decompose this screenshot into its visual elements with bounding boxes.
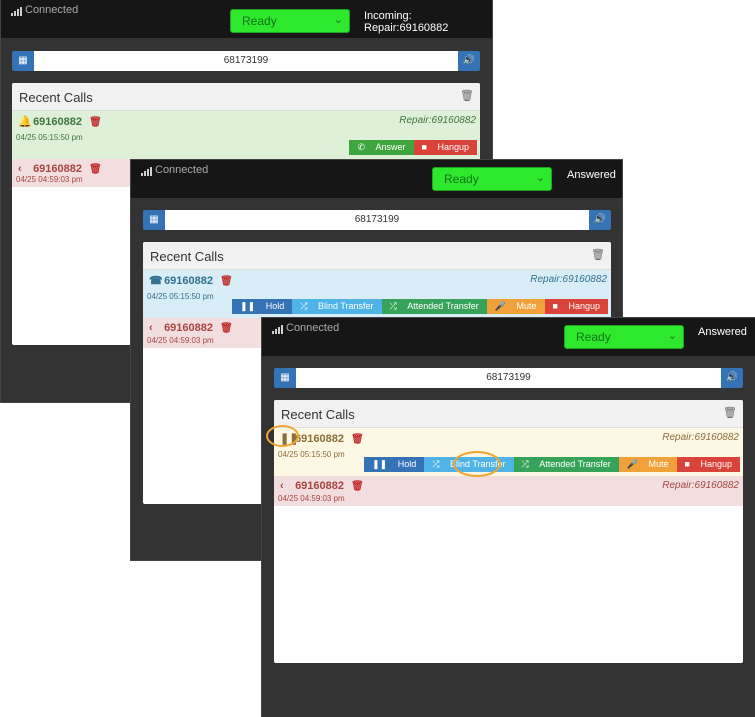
dial-row: ▦ 68173199 🔊 bbox=[12, 51, 480, 71]
phone-icon: ☎ bbox=[149, 275, 163, 287]
call-actions: ✆ Answer ■ Hangup bbox=[349, 140, 477, 155]
trash-icon[interactable]: 🗑 bbox=[460, 90, 474, 102]
top-bar: Connected Ready ⌄ Incoming: Repair:69160… bbox=[1, 0, 492, 38]
recent-calls-title: Recent Calls bbox=[19, 90, 93, 105]
chevron-left-icon: ‹ bbox=[149, 322, 153, 334]
call-row[interactable]: ☎ 69160882 🗑 04/25 05:15:50 pm Repair:69… bbox=[143, 270, 611, 318]
volume-button[interactable]: 🔊 bbox=[589, 210, 611, 230]
call-row[interactable]: ❚❚ 69160882 🗑 04/25 05:15:50 pm Repair:6… bbox=[274, 428, 743, 476]
hangup-button[interactable]: ■ Hangup bbox=[413, 140, 477, 155]
mute-button[interactable]: 🎤 Mute bbox=[486, 299, 545, 314]
call-status: Answered bbox=[698, 326, 747, 338]
keypad-button[interactable]: ▦ bbox=[274, 368, 296, 388]
dial-input[interactable]: 68173199 bbox=[296, 368, 721, 388]
top-bar: Connected Ready ⌄ Answered bbox=[262, 318, 755, 356]
bell-icon: 🔔 bbox=[18, 116, 32, 128]
recent-calls-card: Recent Calls 🗑 ❚❚ 69160882 🗑 04/25 05:15… bbox=[274, 400, 743, 663]
signal-icon bbox=[141, 166, 152, 176]
phone-panel-3: Connected Ready ⌄ Answered ▦ 68173199 🔊 … bbox=[262, 318, 755, 717]
recent-calls-title: Recent Calls bbox=[281, 407, 355, 422]
attended-transfer-button[interactable]: ⤮ Attended Transfer bbox=[381, 299, 487, 314]
delete-icon[interactable]: 🗑 bbox=[220, 323, 233, 334]
call-status: Answered bbox=[567, 169, 616, 181]
volume-icon: 🔊 bbox=[462, 55, 476, 66]
recent-calls-header: Recent Calls 🗑 bbox=[143, 242, 611, 270]
stop-icon: ■ bbox=[421, 142, 427, 152]
trash-icon[interactable]: 🗑 bbox=[723, 407, 737, 419]
delete-icon[interactable]: 🗑 bbox=[351, 434, 364, 445]
call-actions: ❚❚ Hold ⤮ Blind Transfer ⤮ Attended Tran… bbox=[232, 299, 608, 314]
hold-button[interactable]: ❚❚ Hold bbox=[364, 457, 425, 472]
connection-status: Connected bbox=[272, 322, 339, 334]
shuffle-icon: ⤮ bbox=[432, 459, 440, 469]
recent-calls-title: Recent Calls bbox=[150, 249, 224, 264]
delete-icon[interactable]: 🗑 bbox=[220, 276, 233, 287]
stop-icon: ■ bbox=[684, 459, 690, 469]
answer-button[interactable]: ✆ Answer bbox=[349, 140, 414, 155]
hangup-button[interactable]: ■ Hangup bbox=[676, 457, 740, 472]
top-bar: Connected Ready ⌄ Answered bbox=[131, 160, 622, 198]
chevron-left-icon: ‹ bbox=[18, 163, 22, 175]
keypad-button[interactable]: ▦ bbox=[12, 51, 34, 71]
chevron-down-icon: ⌄ bbox=[667, 330, 677, 342]
volume-button[interactable]: 🔊 bbox=[721, 368, 743, 388]
microphone-icon: 🎤 bbox=[626, 459, 638, 469]
volume-icon: 🔊 bbox=[725, 372, 739, 383]
connection-status: Connected bbox=[11, 4, 78, 16]
mute-button[interactable]: 🎤 Mute bbox=[618, 457, 677, 472]
chevron-down-icon: ⌄ bbox=[535, 172, 545, 184]
dial-input[interactable]: 68173199 bbox=[165, 210, 589, 230]
shuffle-icon: ⤮ bbox=[521, 459, 529, 469]
chevron-left-icon: ‹ bbox=[280, 480, 284, 492]
dial-input[interactable]: 68173199 bbox=[34, 51, 458, 71]
highlight-ring bbox=[453, 451, 501, 477]
signal-icon bbox=[11, 6, 22, 16]
pause-icon: ❚❚ bbox=[240, 301, 256, 311]
delete-icon[interactable]: 🗑 bbox=[351, 481, 364, 492]
keypad-icon: ▦ bbox=[18, 55, 28, 66]
attended-transfer-button[interactable]: ⤮ Attended Transfer bbox=[513, 457, 619, 472]
ready-select[interactable]: Ready ⌄ bbox=[564, 325, 684, 349]
shuffle-icon: ⤮ bbox=[300, 301, 308, 311]
signal-icon bbox=[272, 324, 283, 334]
call-row[interactable]: ‹ 69160882 🗑 04/25 04:59:03 pm Repair:69… bbox=[274, 476, 743, 506]
call-actions: ❚❚ Hold ⤮ Blind Transfer ⤮ Attended Tran… bbox=[364, 457, 740, 472]
volume-button[interactable]: 🔊 bbox=[458, 51, 480, 71]
phone-icon: ✆ bbox=[357, 142, 365, 152]
microphone-icon: 🎤 bbox=[494, 301, 506, 311]
hold-button[interactable]: ❚❚ Hold bbox=[232, 299, 293, 314]
delete-icon[interactable]: 🗑 bbox=[89, 117, 102, 128]
delete-icon[interactable]: 🗑 bbox=[89, 164, 102, 175]
blind-transfer-button[interactable]: ⤮ Blind Transfer bbox=[292, 299, 382, 314]
trash-icon[interactable]: 🗑 bbox=[591, 249, 605, 261]
connection-status: Connected bbox=[141, 164, 208, 176]
dial-row: ▦ 68173199 🔊 bbox=[274, 368, 743, 388]
stop-icon: ■ bbox=[552, 301, 558, 311]
volume-icon: 🔊 bbox=[593, 214, 607, 225]
ready-select[interactable]: Ready ⌄ bbox=[432, 167, 552, 191]
highlight-ring bbox=[266, 425, 299, 447]
pause-icon: ❚❚ bbox=[372, 459, 388, 469]
chevron-down-icon: ⌄ bbox=[333, 14, 343, 26]
keypad-icon: ▦ bbox=[280, 372, 290, 383]
keypad-button[interactable]: ▦ bbox=[143, 210, 165, 230]
shuffle-icon: ⤮ bbox=[389, 301, 397, 311]
recent-calls-header: Recent Calls 🗑 bbox=[12, 83, 480, 111]
keypad-icon: ▦ bbox=[149, 214, 159, 225]
ready-select[interactable]: Ready ⌄ bbox=[230, 9, 350, 33]
call-status: Incoming: Repair:69160882 bbox=[364, 10, 449, 34]
hangup-button[interactable]: ■ Hangup bbox=[544, 299, 608, 314]
dial-row: ▦ 68173199 🔊 bbox=[143, 210, 611, 230]
recent-calls-header: Recent Calls 🗑 bbox=[274, 400, 743, 428]
call-row[interactable]: 🔔 69160882 🗑 04/25 05:15:50 pm Repair:69… bbox=[12, 111, 480, 159]
